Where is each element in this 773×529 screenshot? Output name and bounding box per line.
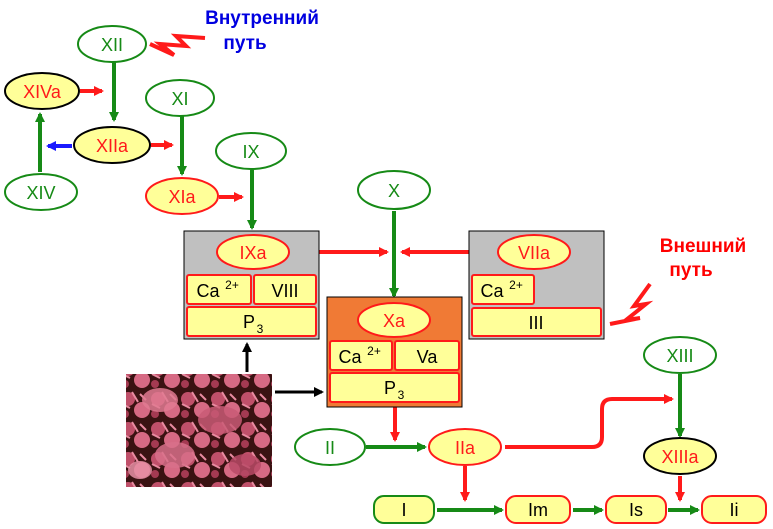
factor-xiia-node: XIIa <box>73 126 151 164</box>
intrinsic-pathway-label-line1: Внутренний <box>205 8 319 29</box>
fibrin-is-label: Is <box>629 500 643 520</box>
intrinsic-tenase-complex: Ca 2+ VIII P 3 <box>183 230 320 340</box>
factor-xa-node: Xa <box>357 302 431 338</box>
factor-iia-label: IIa <box>455 438 476 458</box>
factor-xia-node: XIa <box>145 177 219 215</box>
intrinsic-bolt-icon <box>149 33 206 57</box>
factor-xia-label: XIa <box>168 187 196 207</box>
prothrombinase-phospholipid-label: P <box>384 378 396 398</box>
factor-ixa-label: IXa <box>239 243 267 263</box>
factor-xa-label: Xa <box>383 311 406 331</box>
factor-xi-label: XI <box>171 89 188 109</box>
prothrombinase-phospholipid-subscript: 3 <box>398 388 405 402</box>
factor-xiv-node: XIV <box>4 173 78 211</box>
factor-xiii-label: XIII <box>666 346 693 366</box>
prothrombinase-calcium-label: Ca <box>338 347 362 367</box>
factor-xii-node: XII <box>77 25 147 63</box>
factor-iii-label: III <box>528 313 543 333</box>
factor-ii-label: II <box>325 438 335 458</box>
factor-iia-node: IIa <box>428 428 502 466</box>
fibrinogen-i-node: I <box>373 495 435 524</box>
factor-xi-node: XI <box>145 79 215 117</box>
factor-viii-label: VIII <box>271 281 298 301</box>
fibrin-soluble-node: Is <box>605 495 667 524</box>
extrinsic-pathway-label-line2: путь <box>669 260 712 281</box>
tenase-calcium-charge: 2+ <box>225 278 239 292</box>
intrinsic-pathway-label-line2: путь <box>223 33 266 54</box>
tenase-phospholipid-label: P <box>243 312 255 332</box>
fibrin-monomer-node: Im <box>505 495 571 524</box>
factor-viia-node: VIIa <box>497 234 571 270</box>
factor-x-node: X <box>357 170 431 210</box>
factor-ixa-node: IXa <box>216 234 290 270</box>
fibrin-i-label: I <box>401 500 406 520</box>
fibrin-insoluble-node: Ii <box>701 495 767 524</box>
extrinsic-calcium-charge: 2+ <box>509 278 523 292</box>
tenase-phospholipid-subscript: 3 <box>257 322 264 336</box>
factor-xii-label: XII <box>101 35 123 55</box>
factor-xiiia-node: XIIIa <box>643 437 717 475</box>
prothrombinase-complex: Ca 2+ Va P 3 <box>326 296 463 408</box>
factor-ii-node: II <box>294 428 366 466</box>
factor-xiia-label: XIIa <box>96 136 129 156</box>
fibrin-ii-label: Ii <box>730 500 739 520</box>
factor-xiva-node: XIVa <box>4 72 80 110</box>
factor-xiv-label: XIV <box>26 183 55 203</box>
factor-xiii-node: XIII <box>643 336 717 374</box>
factor-va-label: Va <box>417 347 439 367</box>
platelets-micrograph-image <box>126 374 272 487</box>
extrinsic-tenase-complex: Ca 2+ III <box>468 230 605 340</box>
factor-viia-label: VIIa <box>518 243 551 263</box>
factor-x-label: X <box>388 181 400 201</box>
arrow-iia-to-xiii <box>505 394 674 449</box>
factor-ix-node: IX <box>215 132 287 170</box>
factor-xiva-label: XIVa <box>23 82 62 102</box>
extrinsic-pathway-label-line1: Внешний <box>660 236 746 257</box>
tenase-calcium-label: Ca <box>196 281 220 301</box>
prothrombinase-calcium-charge: 2+ <box>367 344 381 358</box>
extrinsic-calcium-label: Ca <box>480 281 504 301</box>
fibrin-im-label: Im <box>528 500 548 520</box>
extrinsic-bolt-icon <box>609 282 654 326</box>
factor-ix-label: IX <box>242 142 259 162</box>
factor-xiiia-label: XIIIa <box>661 447 699 467</box>
